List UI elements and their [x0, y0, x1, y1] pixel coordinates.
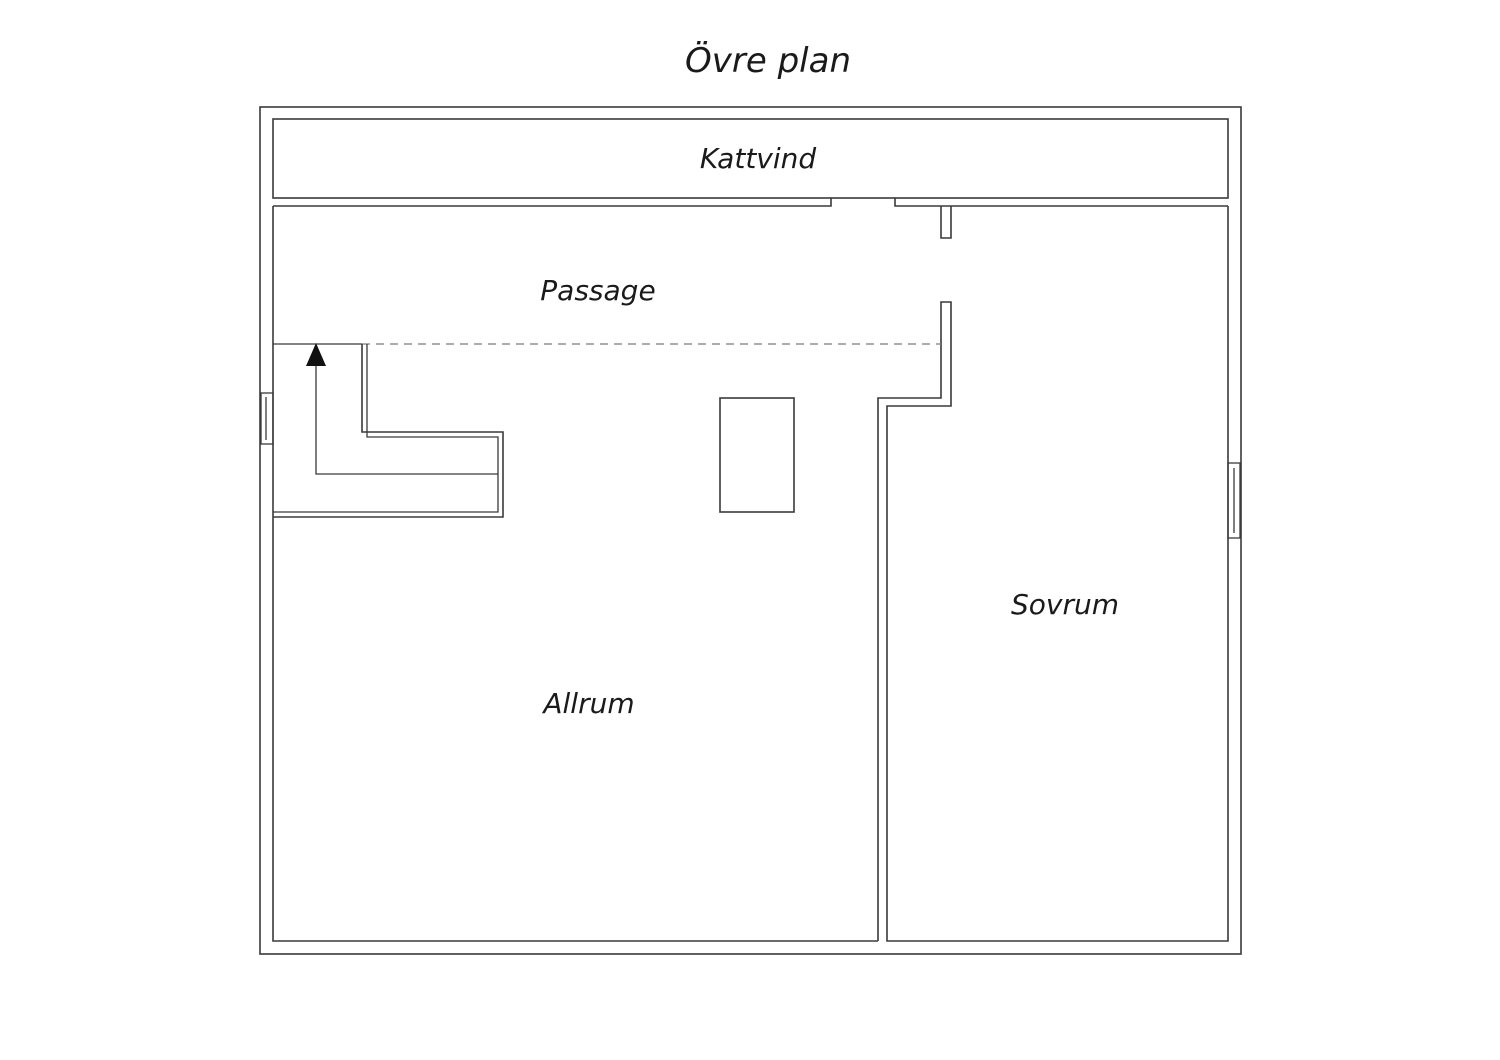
plan-title: Övre plan [685, 40, 851, 81]
allrum-outer-wall [272, 206, 878, 942]
window-left [260, 392, 274, 445]
stair-walk-line [315, 362, 498, 475]
room-label-allrum: Allrum [541, 687, 634, 720]
room-label-passage: Passage [540, 274, 655, 307]
wall-stub [940, 206, 952, 239]
room-label-kattvind: Kattvind [700, 142, 817, 175]
stair-inner [273, 344, 499, 513]
passage-top-wall-left [273, 198, 832, 207]
chimney [719, 397, 795, 513]
window-right [1227, 462, 1241, 539]
stair-arrow-icon [306, 343, 326, 366]
sovrum-walls [877, 206, 1229, 942]
room-label-sovrum: Sovrum [1011, 588, 1119, 621]
exterior-wall-outer [259, 106, 1242, 955]
passage-top-wall-right [894, 198, 1228, 207]
kattvind-room [272, 118, 1229, 199]
stair-outer [273, 344, 504, 518]
